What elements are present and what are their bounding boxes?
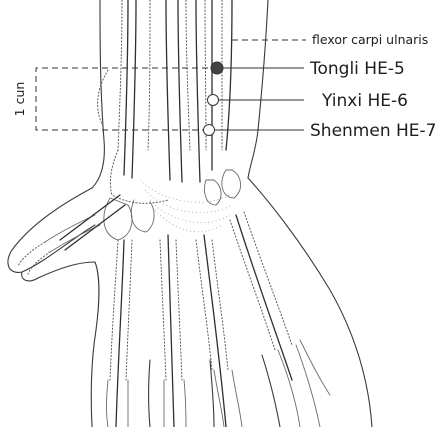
acupoints [204,62,224,136]
acupoint-yinxi-label: Yinxi HE-6 [321,91,408,111]
acupoint-shenmen-label: Shenmen HE-7 [310,121,436,141]
cun-measure-label: 1 cun [12,82,27,117]
acupoint-tongli-label: Tongli HE-5 [309,59,405,79]
muscle-label: flexor carpi ulnaris [312,32,428,47]
tendons [124,0,232,182]
acupoint-yinxi-marker [208,95,219,106]
hand-outline [8,178,372,427]
metacarpal-bones [107,212,331,427]
acupoint-shenmen-marker [204,125,215,136]
acupoint-tongli-marker [211,62,223,74]
forearm-bones [98,0,222,203]
